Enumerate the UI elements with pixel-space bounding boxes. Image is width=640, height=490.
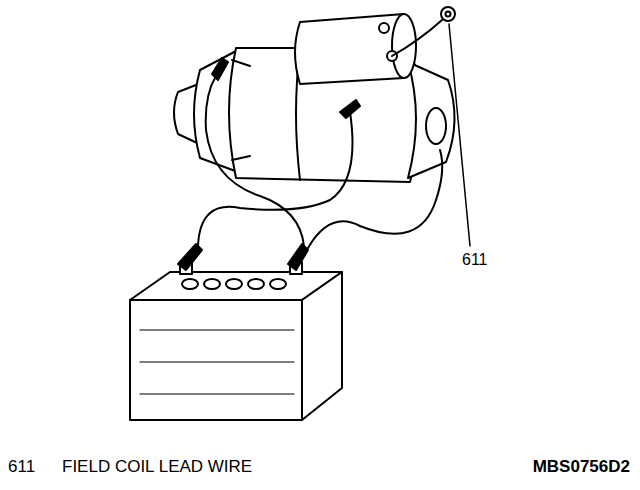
solenoid-terminal: [379, 23, 389, 33]
rear-bearing-cap: [426, 108, 446, 144]
alligator-clip: [178, 244, 202, 270]
jumper-wire: [308, 150, 442, 248]
alligator-clip: [288, 244, 308, 270]
rear-cover: [408, 62, 455, 178]
leader-line: [449, 24, 470, 246]
battery-front: [130, 300, 302, 420]
alligator-clip: [212, 58, 228, 80]
ring-terminal: [441, 7, 455, 21]
ring-terminal-hole: [446, 12, 451, 17]
battery-caps: [182, 279, 286, 289]
part-name: FIELD COIL LEAD WIRE: [62, 458, 252, 475]
battery-side: [302, 272, 342, 420]
battery-ribs: [140, 330, 294, 394]
solenoid-end: [392, 14, 416, 78]
housing-bolts: [232, 60, 250, 160]
figure-code: MBS0756D2: [533, 458, 630, 475]
field-coil-lead: [392, 20, 442, 56]
jumper-wire: [206, 76, 304, 246]
callout-number: 611: [462, 252, 488, 268]
callout-number: 611: [8, 458, 35, 475]
